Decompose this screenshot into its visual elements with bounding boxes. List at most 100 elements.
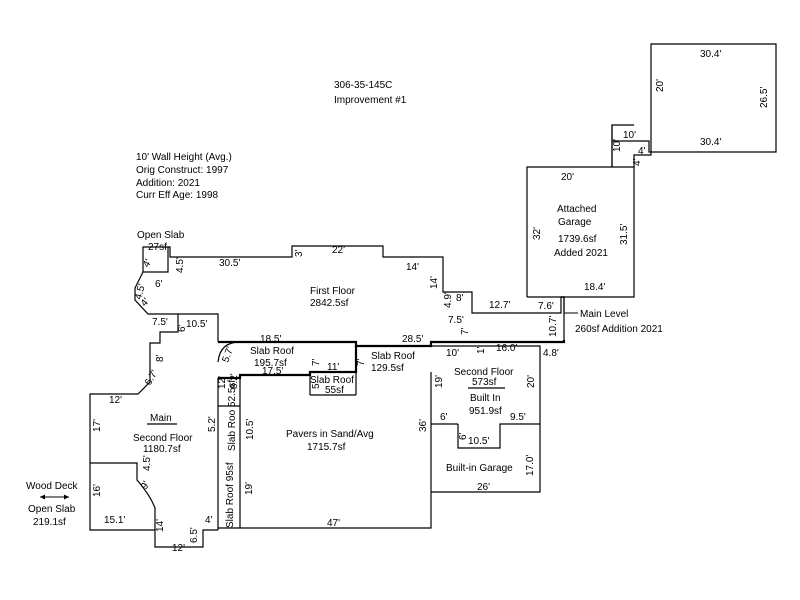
dim-label: 12' <box>109 395 122 406</box>
first-floor-outline <box>142 245 565 340</box>
main-left-inner-curve <box>90 462 156 530</box>
dim-label: 4.8' <box>543 348 559 359</box>
slab-roof-55-label: Slab Roof <box>310 375 354 386</box>
pavers-area: 1715.7sf <box>307 442 346 453</box>
dim-label: 14' <box>155 519 166 532</box>
dim-label: 6' <box>458 432 469 440</box>
pavers-outline <box>239 372 432 529</box>
main-second-outline <box>89 313 219 548</box>
dim-label: 4.5' <box>133 283 148 301</box>
dim-label: 3' <box>294 249 305 257</box>
dim-label: 7.5' <box>448 315 464 326</box>
dim-label: 6.5' <box>189 527 200 543</box>
dim-label: 1' <box>476 346 487 354</box>
dim-label: 15.1' <box>104 515 125 526</box>
dim-label: 28.5' <box>402 334 423 345</box>
slab-roo-52-label: Slab Roo 52.5sf <box>227 380 238 451</box>
wood-deck-arrow <box>40 494 69 500</box>
dim-label: 32' <box>532 227 543 240</box>
slab-roof-195-label: Slab Roof <box>250 346 294 357</box>
wood-deck-area: 219.1sf <box>33 517 66 528</box>
pavers-label: Pavers in Sand/Avg <box>286 429 374 440</box>
curr-eff-age: Curr Eff Age: 1998 <box>136 190 219 201</box>
dim-label: 5.2' <box>207 416 218 432</box>
built-in-garage-label: Built-in Garage <box>446 463 513 474</box>
dim-label: 14' <box>429 276 440 289</box>
open-slab-outline <box>143 247 169 273</box>
dim-label: 6' <box>440 412 448 423</box>
open-slab-area: 27sf <box>148 242 167 253</box>
garage-outline <box>526 43 777 297</box>
wood-deck-label: Wood Deck <box>26 481 79 492</box>
dim-label: 12' <box>172 543 185 554</box>
dim-label: 7' <box>356 358 367 366</box>
dim-label: 7.5' <box>152 317 168 328</box>
dim-label: 9' <box>139 479 152 491</box>
dim-label: 6' <box>155 279 163 290</box>
dim-label: 19' <box>434 375 445 388</box>
dim-label: 10' <box>446 348 459 359</box>
garage-added: Added 2021 <box>554 248 608 259</box>
dim-label: 11' <box>327 362 339 373</box>
dim-label: 6' <box>177 324 188 332</box>
dim-label: 4' <box>632 158 643 166</box>
dim-label: 47' <box>327 518 340 529</box>
open-slab-label: Open Slab <box>137 230 185 241</box>
main-second-floor-area: 1180.7sf <box>143 444 181 455</box>
second-floor-573-label: Second Floor <box>454 367 514 378</box>
first-floor-area: 2842.5sf <box>310 298 349 309</box>
dim-label: 17' <box>92 419 103 432</box>
garage-label-2: Garage <box>558 217 592 228</box>
main-second-floor-label: Second Floor <box>133 433 193 444</box>
slab-roof-129-label: Slab Roof <box>371 351 415 362</box>
dim-label: 31.5' <box>619 224 630 245</box>
dim-label: 22' <box>332 245 345 256</box>
dim-label: 30.4' <box>700 49 721 60</box>
dim-label: 36' <box>418 419 429 432</box>
main-level-notch <box>561 296 565 312</box>
dim-label: 12.7' <box>489 300 510 311</box>
first-floor-diag <box>134 271 178 315</box>
second-floor-right-outline <box>431 345 541 493</box>
slab-roof-55-area: 55sf <box>325 385 344 396</box>
dim-label: 7' <box>311 358 322 366</box>
dim-label: 10.5' <box>245 419 256 440</box>
dim-label: 8' <box>155 354 166 362</box>
dim-label: 18.5' <box>260 334 281 345</box>
addition-year: Addition: 2021 <box>136 178 200 189</box>
dim-label: 17.5' <box>262 366 283 377</box>
dim-label: 10.5' <box>468 436 489 447</box>
main-level-area: 260sf Addition 2021 <box>575 324 663 335</box>
dim-label: 30.5' <box>219 258 240 269</box>
second-floor-573-area: 573sf <box>472 377 497 388</box>
dim-label: 4' <box>205 515 213 526</box>
dim-label: 16' <box>92 484 103 497</box>
dim-label: 5.7' <box>220 345 236 364</box>
wood-deck-open-slab: Open Slab <box>28 504 76 515</box>
first-floor-label: First Floor <box>310 286 356 297</box>
built-in-notch <box>457 423 540 449</box>
dim-label: 10.7' <box>548 316 559 337</box>
dim-label: 14' <box>406 262 419 273</box>
dim-label: 30.4' <box>700 137 721 148</box>
dim-label: 26.5' <box>759 87 770 108</box>
dim-label: 16.0' <box>496 343 517 354</box>
dim-label: 20' <box>561 172 574 183</box>
built-in-area: 951.9sf <box>469 406 502 417</box>
dim-label: 10.5' <box>186 319 207 330</box>
slab-roof-195-area: 195.7sf <box>254 358 287 369</box>
dim-label: 4.5' <box>175 257 186 273</box>
dim-label: 5' <box>311 381 322 389</box>
dim-label: 20' <box>655 79 666 92</box>
dim-label: 4.9' <box>443 292 454 308</box>
garage-label-1: Attached <box>557 204 596 215</box>
wall-height: 10' Wall Height (Avg.) <box>136 152 232 163</box>
dim-label: 19' <box>244 482 255 495</box>
parcel-id: 306-35-145C <box>334 80 392 91</box>
dim-label: 8' <box>456 293 464 304</box>
dim-label: 4' <box>638 146 646 157</box>
dim-label: 18.4' <box>584 282 605 293</box>
garage-right-wall <box>527 167 635 298</box>
dim-label: 10' <box>612 139 623 152</box>
